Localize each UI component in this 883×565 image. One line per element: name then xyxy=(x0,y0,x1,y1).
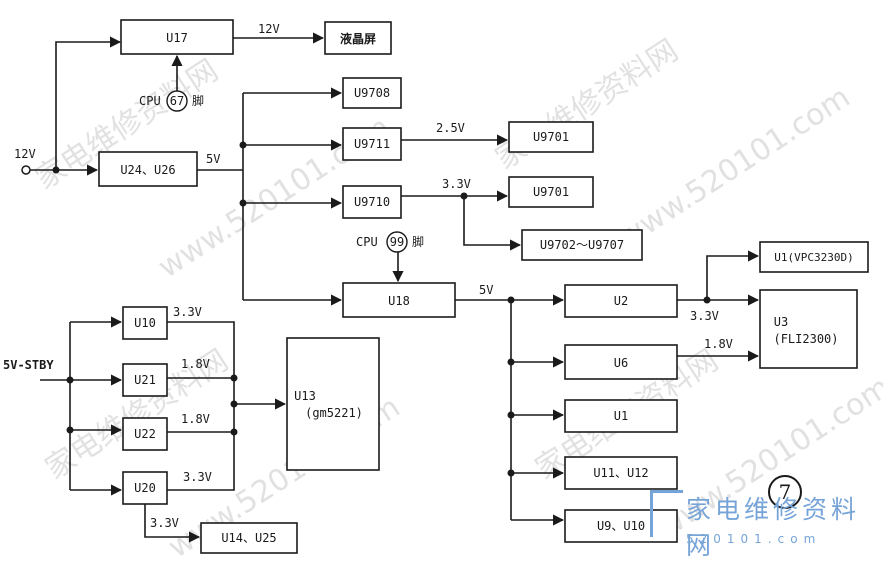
block-u17-label: U17 xyxy=(166,31,188,45)
block-u1-vpc xyxy=(759,241,869,273)
voltage-5v-u18: 5V xyxy=(479,283,493,297)
wire-u2-to-u1vpc xyxy=(706,250,760,300)
block-u10 xyxy=(122,306,168,340)
block-u1-label: U1 xyxy=(614,409,628,423)
cpu67-suffix: 脚 xyxy=(192,93,204,108)
block-u3-title: U3 xyxy=(774,315,788,329)
block-u9-u10 xyxy=(564,509,678,543)
block-u9701-a-label: U9701 xyxy=(533,130,569,144)
cpu67-prefix: CPU xyxy=(139,94,161,108)
block-u1-vpc-label: U1(VPC3230D) xyxy=(774,251,853,264)
block-u18 xyxy=(342,282,456,318)
block-u24-u26-label: U24、U26 xyxy=(120,163,175,177)
cpu99-suffix: 脚 xyxy=(412,234,424,249)
block-u9710 xyxy=(342,185,402,219)
junction-u13-in xyxy=(230,400,238,408)
voltage-1v8-u22: 1.8V xyxy=(181,412,210,426)
wire-u20-to-u14 xyxy=(144,504,201,543)
brand-logo: 家电维修资料网 520101.com xyxy=(650,490,882,560)
block-u10-label: U10 xyxy=(134,316,156,330)
voltage-3v3-u9710: 3.3V xyxy=(442,177,471,191)
block-u3-sub: (FLI2300) xyxy=(773,332,838,346)
voltage-3v3-u10: 3.3V xyxy=(173,305,202,319)
block-u1 xyxy=(564,399,678,433)
block-u21 xyxy=(122,363,168,397)
voltage-3v3-u20: 3.3V xyxy=(183,470,212,484)
cpu99-pin-circle xyxy=(386,231,408,253)
block-u11-u12 xyxy=(564,456,678,490)
block-u9-u10-label: U9、U10 xyxy=(597,519,645,533)
junction-u22-out xyxy=(230,428,238,436)
block-u9701-a xyxy=(508,121,594,153)
junction-u6 xyxy=(507,358,515,366)
block-u6 xyxy=(564,344,678,380)
wire-u9710-to-u9702 xyxy=(463,196,522,251)
junction-u21-out xyxy=(230,374,238,382)
block-u17 xyxy=(120,19,234,55)
block-u2 xyxy=(564,284,678,318)
block-u9711 xyxy=(342,127,402,161)
voltage-12v-u17: 12V xyxy=(258,22,280,36)
voltage-5v-u24: 5V xyxy=(206,152,220,166)
brand-name: 家电维修资料网 xyxy=(686,495,861,560)
voltage-3v3-u20-down: 3.3V xyxy=(150,516,179,530)
block-u9702-u9707-label: U9702～U9707 xyxy=(540,238,624,252)
input-terminal-12v xyxy=(21,165,31,175)
block-lcd xyxy=(324,21,392,55)
voltage-2v5-u9711: 2.5V xyxy=(436,121,465,135)
block-lcd-label: 液晶屏 xyxy=(340,31,376,46)
block-u21-label: U21 xyxy=(134,373,156,387)
block-u3 xyxy=(759,289,858,369)
block-u9708-label: U9708 xyxy=(354,86,390,100)
block-u22 xyxy=(122,417,168,451)
block-u9711-label: U9711 xyxy=(354,137,390,151)
block-u13-sub: (gm5221) xyxy=(305,406,363,420)
block-u11-u12-label: U11、U12 xyxy=(593,466,648,480)
junction-u1 xyxy=(507,411,515,419)
cpu99-prefix: CPU xyxy=(356,235,378,249)
junction-u11 xyxy=(507,469,515,477)
block-u9702-u9707 xyxy=(521,229,643,261)
block-u13 xyxy=(286,337,380,471)
block-u9710-label: U9710 xyxy=(354,195,390,209)
block-u2-label: U2 xyxy=(614,294,628,308)
block-u14-u25-label: U14、U25 xyxy=(221,531,276,545)
voltage-1v8-u6: 1.8V xyxy=(704,337,733,351)
wire-12v-to-u17 xyxy=(55,36,122,170)
cpu67-pin: 67 xyxy=(170,94,184,108)
bus-regulator-outputs xyxy=(167,321,235,491)
block-u9701-b-label: U9701 xyxy=(533,185,569,199)
cpu67-pin-circle xyxy=(166,90,188,112)
brand-url: 520101.com xyxy=(686,532,822,546)
block-u24-u26 xyxy=(98,151,198,187)
block-u14-u25 xyxy=(200,522,298,554)
block-u22-label: U22 xyxy=(134,427,156,441)
block-u20-label: U20 xyxy=(134,481,156,495)
block-u6-label: U6 xyxy=(614,356,628,370)
block-u9701-b xyxy=(508,176,594,208)
voltage-1v8-u21: 1.8V xyxy=(181,357,210,371)
figure-number: 7 xyxy=(768,475,802,509)
cpu99-pin: 99 xyxy=(390,235,404,249)
block-u9708 xyxy=(342,77,402,109)
input-5v-stby-label: 5V-STBY xyxy=(3,358,54,372)
brand-mark-icon xyxy=(650,490,683,537)
input-12v-label: 12V xyxy=(14,147,36,161)
voltage-3v3-u2: 3.3V xyxy=(690,309,719,323)
block-u13-title: U13 xyxy=(294,389,316,403)
block-u18-label: U18 xyxy=(388,294,410,308)
